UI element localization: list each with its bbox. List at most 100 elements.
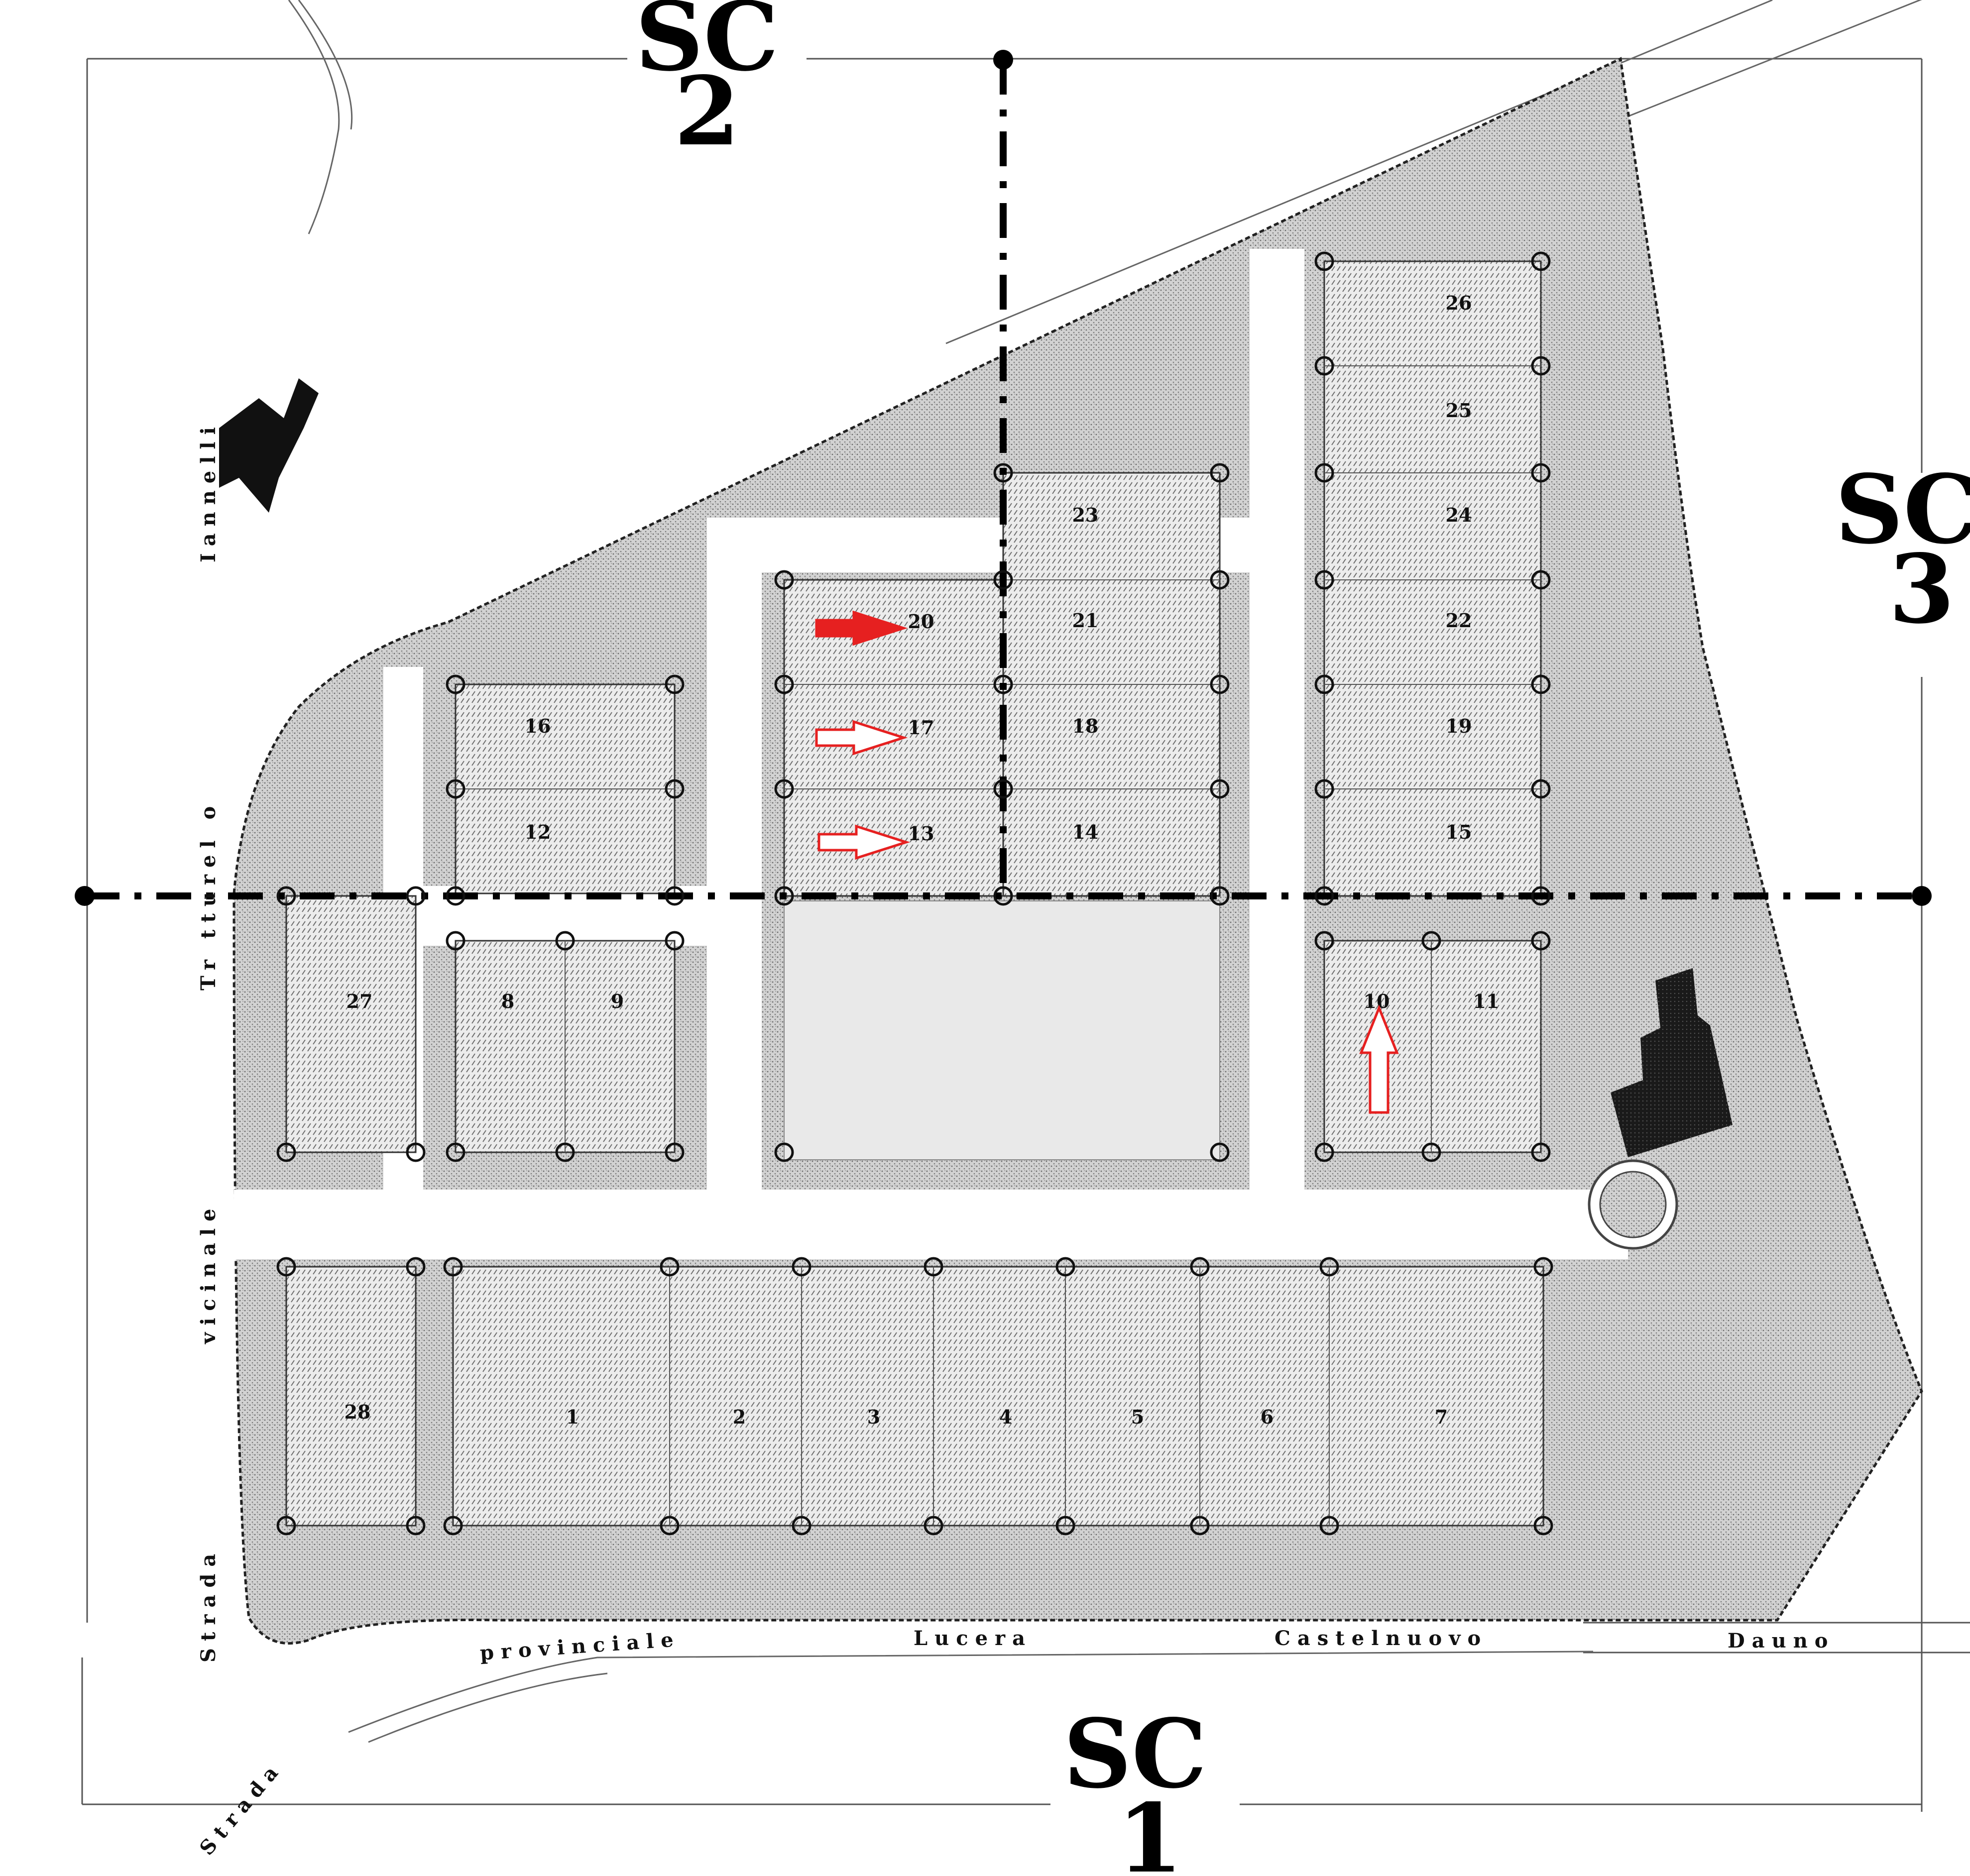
corner-marker [665, 779, 685, 799]
corner-marker [1314, 463, 1334, 483]
corner-marker [555, 931, 575, 951]
lot-number-1: 1 [566, 1406, 579, 1428]
lot-number-18: 18 [1072, 715, 1099, 737]
lot-number-17: 17 [908, 716, 934, 739]
corner-marker [1314, 931, 1334, 951]
lot-number-13: 13 [908, 822, 934, 845]
corner-marker [1055, 1257, 1075, 1277]
lot-number-19: 19 [1446, 715, 1472, 737]
corner-marker [1210, 463, 1230, 483]
corner-marker [1531, 1142, 1551, 1162]
lot-number-7: 7 [1435, 1406, 1448, 1428]
corner-marker [924, 1516, 943, 1536]
lot-number-3: 3 [867, 1406, 880, 1428]
lot-number-15: 15 [1446, 821, 1472, 843]
corner-marker [446, 1142, 465, 1162]
corner-marker [406, 1257, 426, 1277]
sc2-line2: 2 [674, 56, 740, 167]
sheet-mark-sc3: SC 3 [1835, 454, 1970, 645]
corner-marker [446, 886, 465, 906]
corner-marker [276, 1142, 296, 1162]
corner-marker [1055, 1516, 1075, 1536]
building-east [1611, 968, 1733, 1157]
arrow-lot-10 [1359, 1004, 1399, 1114]
building-north-west [219, 378, 319, 513]
section-endpoint-west [75, 886, 95, 906]
corner-marker [774, 886, 794, 906]
lot-number-11: 11 [1473, 990, 1500, 1012]
lot-number-6: 6 [1261, 1406, 1274, 1428]
corner-marker [446, 779, 465, 799]
sc2-line1: SC [635, 0, 779, 92]
corner-marker [665, 674, 685, 694]
lot-number-20: 20 [908, 610, 934, 633]
lot-number-5: 5 [1131, 1406, 1144, 1428]
lot-number-23: 23 [1072, 504, 1099, 526]
corner-marker [1531, 463, 1551, 483]
corner-marker [1210, 779, 1230, 799]
lot-number-26: 26 [1446, 292, 1472, 314]
sc1-line2: 1 [1117, 1783, 1183, 1876]
roundabout [1588, 1159, 1678, 1250]
corner-marker [792, 1257, 811, 1277]
road-label-strada-left: Strada [197, 1547, 220, 1662]
road-label-vicinale: vicinale [197, 1202, 220, 1344]
corner-marker [406, 1142, 426, 1162]
lot-number-21: 21 [1072, 609, 1099, 632]
road-label-lucera: Lucera [914, 1627, 1032, 1650]
corner-marker [1314, 1142, 1334, 1162]
corner-marker [774, 779, 794, 799]
corner-marker [665, 931, 685, 951]
corner-marker [1314, 251, 1334, 271]
corner-marker [1319, 1257, 1339, 1277]
lot-number-16: 16 [525, 715, 551, 737]
lot-number-24: 24 [1446, 504, 1472, 526]
road-label-tratturello: Tr tturel o [197, 799, 220, 991]
central-plaza [784, 900, 1220, 1160]
corner-marker [1421, 1142, 1441, 1162]
corner-marker [1533, 1257, 1553, 1277]
corner-marker [1531, 931, 1551, 951]
road-label-strada-bottom: Strada [195, 1756, 287, 1860]
corner-marker [1421, 931, 1441, 951]
corner-marker [1533, 1516, 1553, 1536]
lot-number-14: 14 [1072, 821, 1099, 843]
arrow-lot-13 [817, 824, 911, 860]
lot-number-10: 10 [1364, 990, 1390, 1012]
corner-marker [774, 674, 794, 694]
arrow-lot-17 [815, 720, 908, 756]
lot-number-22: 22 [1446, 609, 1472, 632]
corner-marker [1531, 251, 1551, 271]
sc3-line1: SC [1835, 454, 1970, 565]
corner-marker [1190, 1516, 1210, 1536]
corner-marker [443, 1257, 463, 1277]
sheet-mark-sc1: SC 1 [1063, 1698, 1207, 1876]
section-lines [85, 60, 1922, 899]
corner-marker [406, 1516, 426, 1536]
corner-marker [555, 1142, 575, 1162]
lot-number-2: 2 [733, 1406, 746, 1428]
corner-marker [1210, 674, 1230, 694]
road-label-iannelli: Iannelli [197, 420, 220, 562]
corner-marker [276, 1257, 296, 1277]
corner-marker [1210, 886, 1230, 906]
corner-marker [446, 674, 465, 694]
lot-number-28: 28 [345, 1401, 371, 1423]
sheet-mark-sc2: SC 2 [635, 0, 779, 167]
corner-marker [1531, 356, 1551, 376]
sc3-line2: 3 [1889, 534, 1955, 645]
corner-marker [276, 1516, 296, 1536]
lot-number-12: 12 [525, 821, 551, 843]
road-label-dauno: Dauno [1728, 1629, 1835, 1653]
corner-marker [276, 886, 296, 906]
corner-marker [1210, 1142, 1230, 1162]
lot-number-27: 27 [347, 990, 373, 1012]
corner-marker [660, 1257, 680, 1277]
corner-marker [1531, 570, 1551, 590]
corner-marker [924, 1257, 943, 1277]
lot-number-25: 25 [1446, 399, 1472, 422]
road-label-castelnuovo: Castelnuovo [1275, 1627, 1488, 1650]
corner-marker [660, 1516, 680, 1536]
corner-marker [1210, 570, 1230, 590]
